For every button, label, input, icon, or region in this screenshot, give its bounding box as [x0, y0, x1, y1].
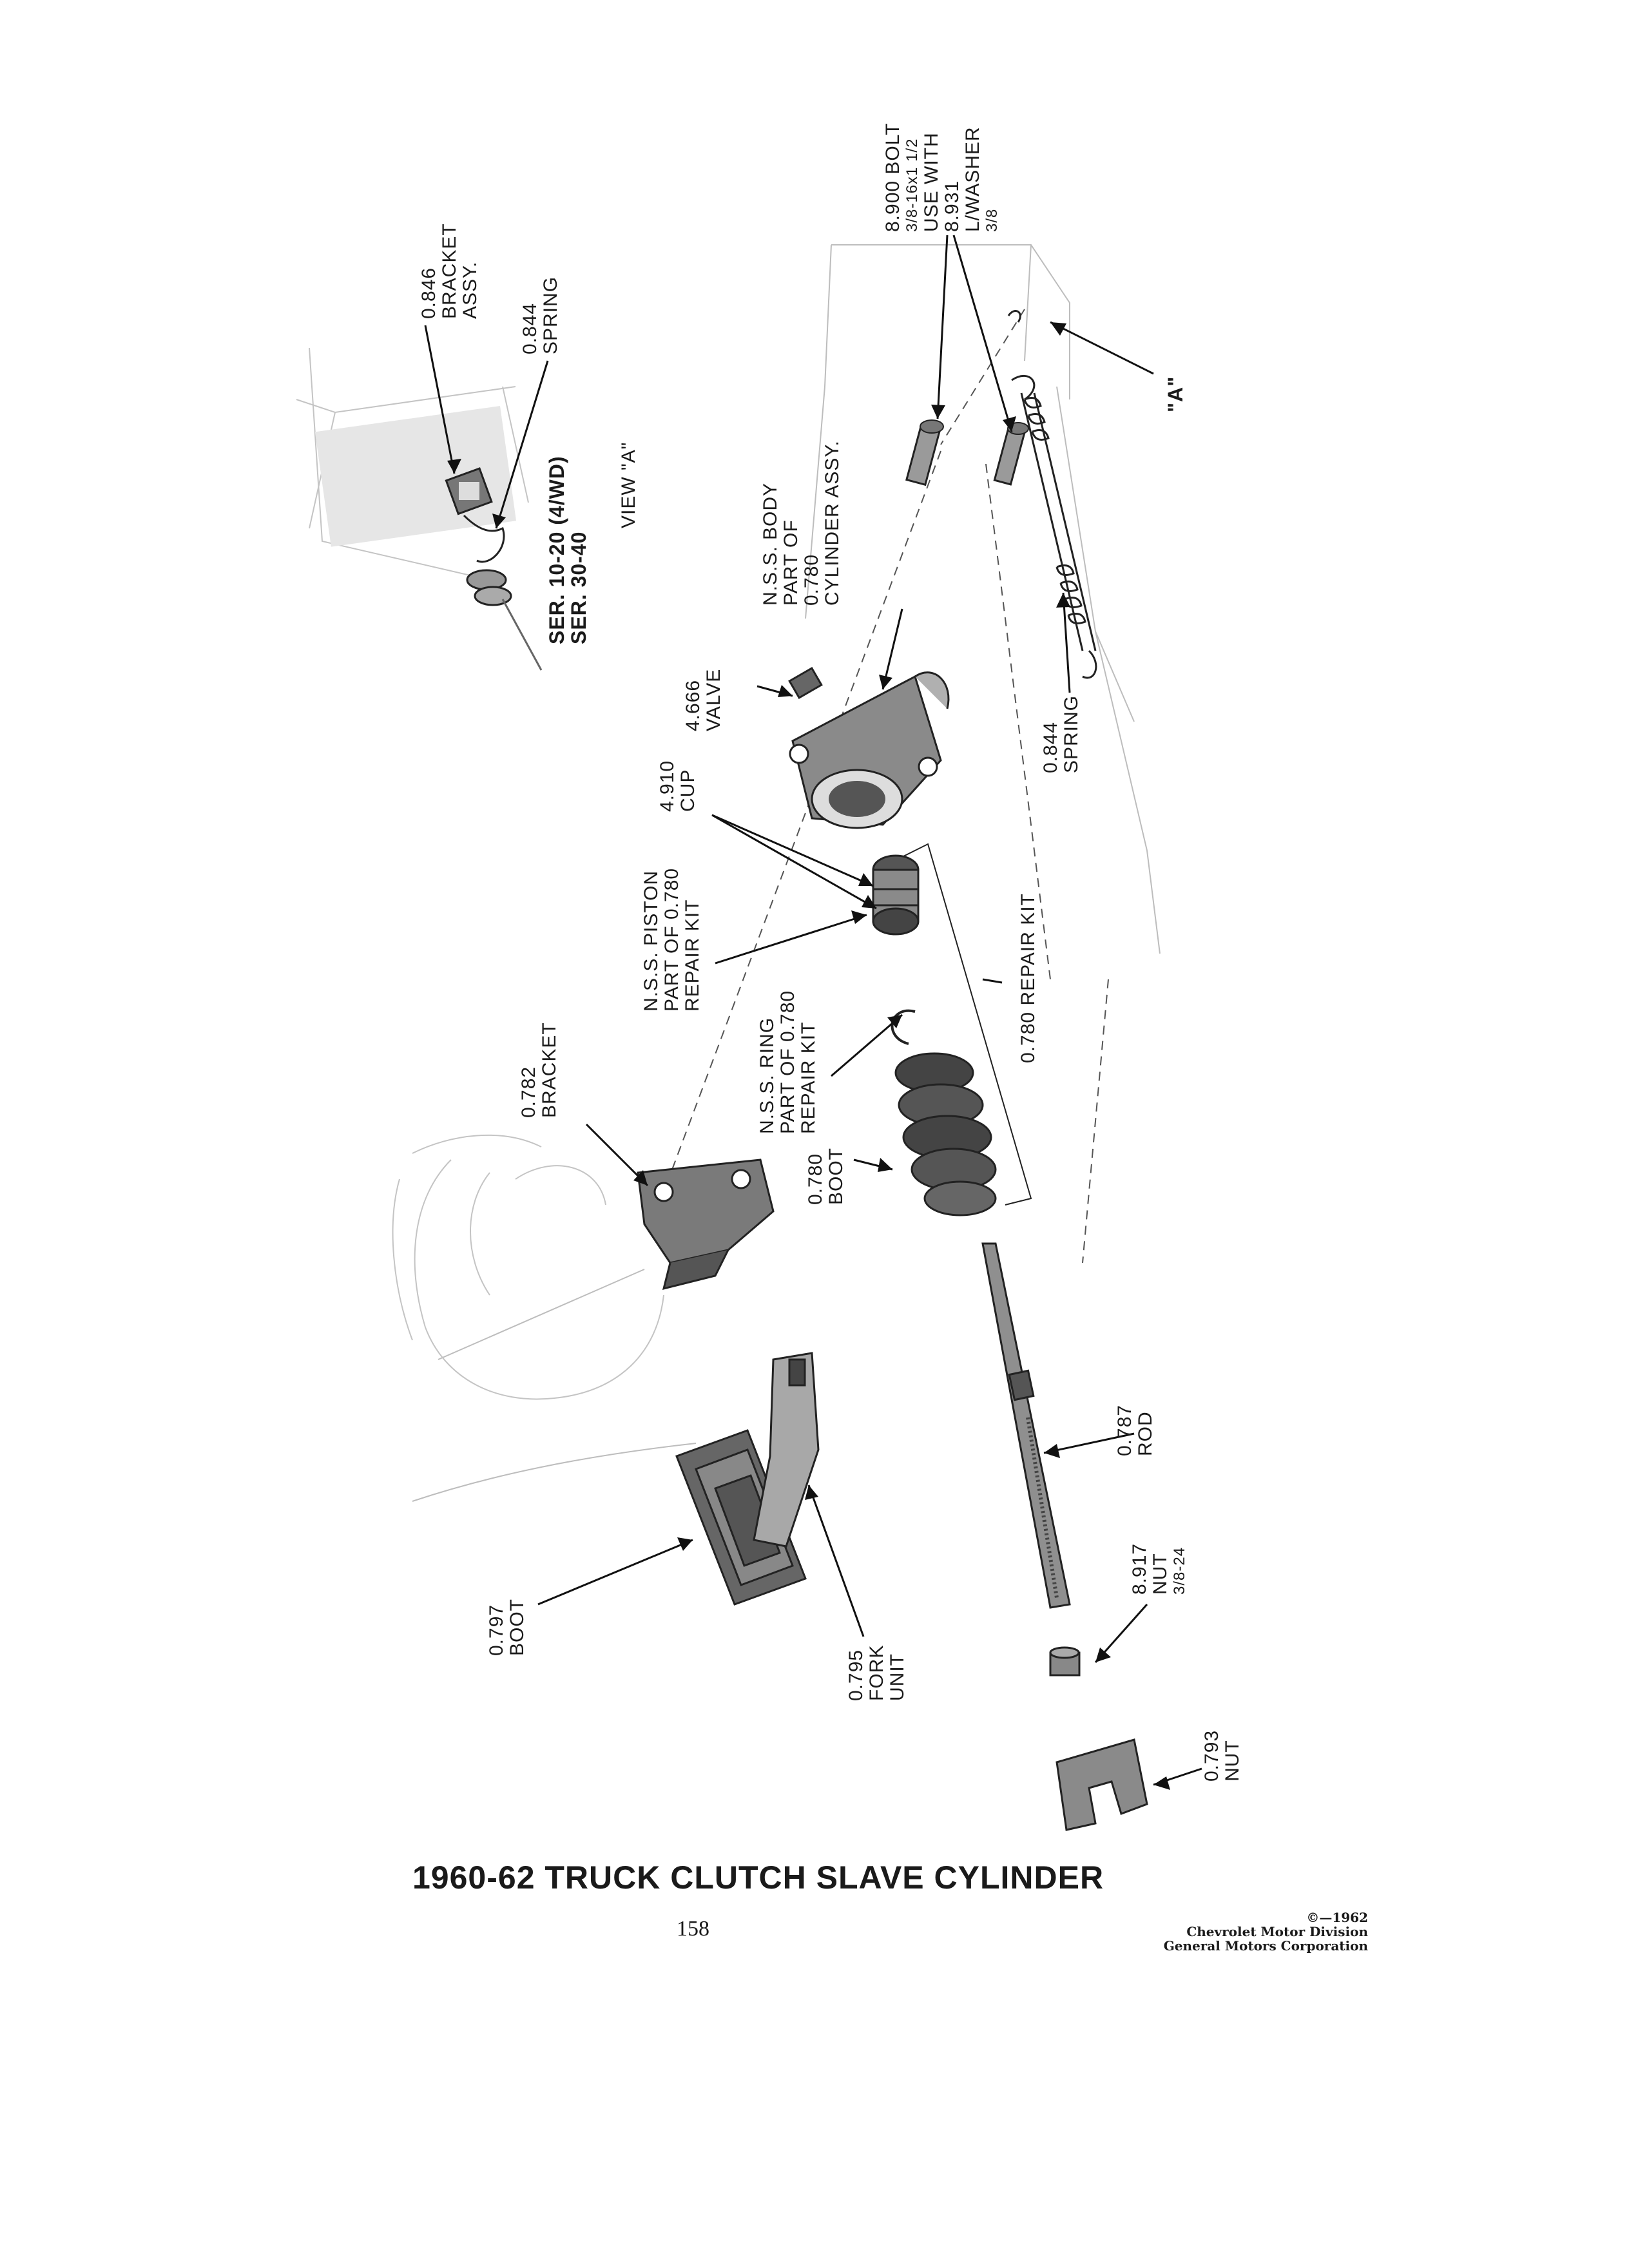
- nut793-line-1: 0.793: [1201, 1730, 1222, 1782]
- valve-line-1: 4.666: [682, 680, 704, 731]
- nut793-line-2: NUT: [1222, 1740, 1243, 1782]
- label-pointer-a: "A": [1164, 376, 1187, 412]
- cup-line-1: 4.910: [657, 760, 678, 812]
- page-title: 1960-62 TRUCK CLUTCH SLAVE CYLINDER: [412, 1860, 1104, 1896]
- body-line-1: N.S.S. BODY: [760, 483, 781, 606]
- view-a-frame-shading: [314, 405, 517, 547]
- bracket-line-2: BRACKET: [539, 1022, 560, 1118]
- series-line-2: SER. 30-40: [567, 532, 590, 644]
- cylinder-boot-part: [894, 1052, 997, 1216]
- view-a-bracket-line-3: ASSY.: [459, 261, 481, 319]
- ring-line-2: PART OF 0.780: [777, 990, 798, 1134]
- label-view-a-series: SER. 10-20 (4/WD) SER. 30-40: [545, 456, 590, 644]
- label-repair-kit: 0.780 REPAIR KIT: [1017, 893, 1039, 1063]
- label-piston: N.S.S. PISTON PART OF 0.780 REPAIR KIT: [641, 868, 703, 1012]
- label-cylinder-body: N.S.S. BODY PART OF 0.780 CYLINDER ASSY.: [760, 440, 843, 606]
- label-nut-917: 8.917 NUT 3/8-24: [1129, 1543, 1188, 1595]
- label-view-a-spring: 0.844 SPRING: [519, 276, 561, 354]
- ring-line-3: REPAIR KIT: [798, 1022, 819, 1134]
- copyright-year: ©—1962: [1306, 1910, 1368, 1925]
- piston-line-1: N.S.S. PISTON: [641, 870, 662, 1012]
- bleeder-valve-part: [788, 666, 823, 700]
- clip-nut-part: [1055, 1738, 1148, 1831]
- bolt-line-6: 3/8: [983, 209, 1001, 232]
- view-a-bracket-line-2: BRACKET: [439, 223, 460, 319]
- bolt-line-1: 8.900 BOLT: [882, 122, 903, 232]
- body-line-4: CYLINDER ASSY.: [822, 440, 843, 606]
- boot797-line-1: 0.797: [486, 1604, 507, 1656]
- assembly-guide-lines: [663, 309, 1109, 1264]
- rod-line-2: ROD: [1135, 1411, 1156, 1456]
- mounting-bracket-part: [637, 1158, 775, 1291]
- label-rod: 0.787 ROD: [1114, 1405, 1156, 1456]
- fork-line-3: UNIT: [887, 1653, 908, 1701]
- body-line-2: PART OF: [780, 519, 802, 606]
- fork-line-2: FORK: [866, 1645, 887, 1701]
- background-frame-outline: [412, 244, 1161, 1502]
- copyright-division: Chevrolet Motor Division: [1186, 1924, 1368, 1939]
- nut917-line-2: NUT: [1150, 1553, 1171, 1595]
- bolt-part-lower: [993, 422, 1029, 486]
- leader-lines: [424, 235, 1202, 1786]
- label-view-a-bracket: 0.846 BRACKET ASSY.: [418, 223, 481, 319]
- label-mount-bracket: 0.782 BRACKET: [518, 1022, 560, 1118]
- series-line-1: SER. 10-20 (4/WD): [545, 456, 568, 644]
- bolt-part-upper: [905, 419, 944, 486]
- piston-line-2: PART OF 0.780: [661, 868, 682, 1012]
- bolt-line-4: 8.931: [941, 180, 963, 232]
- boot797-line-2: BOOT: [506, 1599, 528, 1656]
- label-spring: 0.844 SPRING: [1040, 695, 1082, 773]
- view-a-spring-part: [463, 514, 543, 671]
- boot780-line-1: 0.780: [805, 1153, 826, 1205]
- label-bolt: 8.900 BOLT 3/8-16x1 1/2 USE WITH 8.931 L…: [882, 122, 1001, 232]
- label-boot-780: 0.780 BOOT: [805, 1148, 847, 1205]
- bracket-line-1: 0.782: [518, 1066, 539, 1118]
- cup-piston-part: [872, 854, 920, 936]
- repair-kit-bracket-outline: [901, 843, 1032, 1206]
- clutch-fork-part: [753, 1352, 820, 1548]
- fork-line-1: 0.795: [845, 1649, 867, 1701]
- rod-line-1: 0.787: [1114, 1405, 1135, 1456]
- label-view-a-heading: VIEW "A": [618, 442, 639, 528]
- ring-line-1: N.S.S. RING: [757, 1017, 778, 1134]
- fork-boot-part: [675, 1429, 807, 1606]
- bolt-line-2: 3/8-16x1 1/2: [903, 139, 921, 232]
- repair-kit-label: 0.780 REPAIR KIT: [1017, 893, 1039, 1063]
- bolt-line-3: USE WITH: [921, 132, 942, 232]
- view-a-heading: VIEW "A": [618, 442, 639, 528]
- label-boot-797: 0.797 BOOT: [486, 1599, 528, 1656]
- view-a-bracket-line-1: 0.846: [418, 267, 439, 319]
- label-valve: 4.666 VALVE: [682, 669, 724, 731]
- copyright-corporation: General Motors Corporation: [1163, 1938, 1368, 1954]
- spring-line-1: 0.844: [1040, 722, 1061, 773]
- return-spring-part: [1011, 375, 1097, 679]
- piston-line-3: REPAIR KIT: [682, 899, 703, 1012]
- pointer-a: "A": [1164, 376, 1187, 412]
- lockwasher-part: [1007, 310, 1021, 323]
- cup-line-2: CUP: [677, 769, 699, 812]
- push-rod-part: [981, 1242, 1071, 1609]
- valve-line-2: VALVE: [703, 669, 724, 731]
- spring-line-2: SPRING: [1061, 695, 1082, 773]
- label-cup: 4.910 CUP: [657, 760, 699, 812]
- view-a-spring-line-2: SPRING: [540, 276, 561, 354]
- nut-part-small: [1049, 1646, 1081, 1677]
- cylinder-body-part: [789, 671, 950, 829]
- label-fork: 0.795 FORK UNIT: [845, 1645, 908, 1701]
- bolt-line-5: L/WASHER: [962, 126, 983, 232]
- transmission-housing-outline: [392, 1134, 664, 1400]
- nut917-line-3: 3/8-24: [1171, 1547, 1188, 1595]
- label-ring: N.S.S. RING PART OF 0.780 REPAIR KIT: [757, 990, 819, 1134]
- copyright-block: ©—1962 Chevrolet Motor Division General …: [1164, 1910, 1368, 1953]
- boot780-line-2: BOOT: [825, 1148, 847, 1205]
- page-number: 158: [677, 1917, 709, 1941]
- view-a-spring-line-1: 0.844: [519, 303, 541, 354]
- nut917-line-1: 8.917: [1129, 1543, 1150, 1595]
- label-nut-793: 0.793 NUT: [1201, 1730, 1243, 1782]
- view-a-bracket-part: [445, 467, 493, 515]
- body-line-3: 0.780: [801, 554, 822, 606]
- arrowheads: [447, 322, 1170, 1790]
